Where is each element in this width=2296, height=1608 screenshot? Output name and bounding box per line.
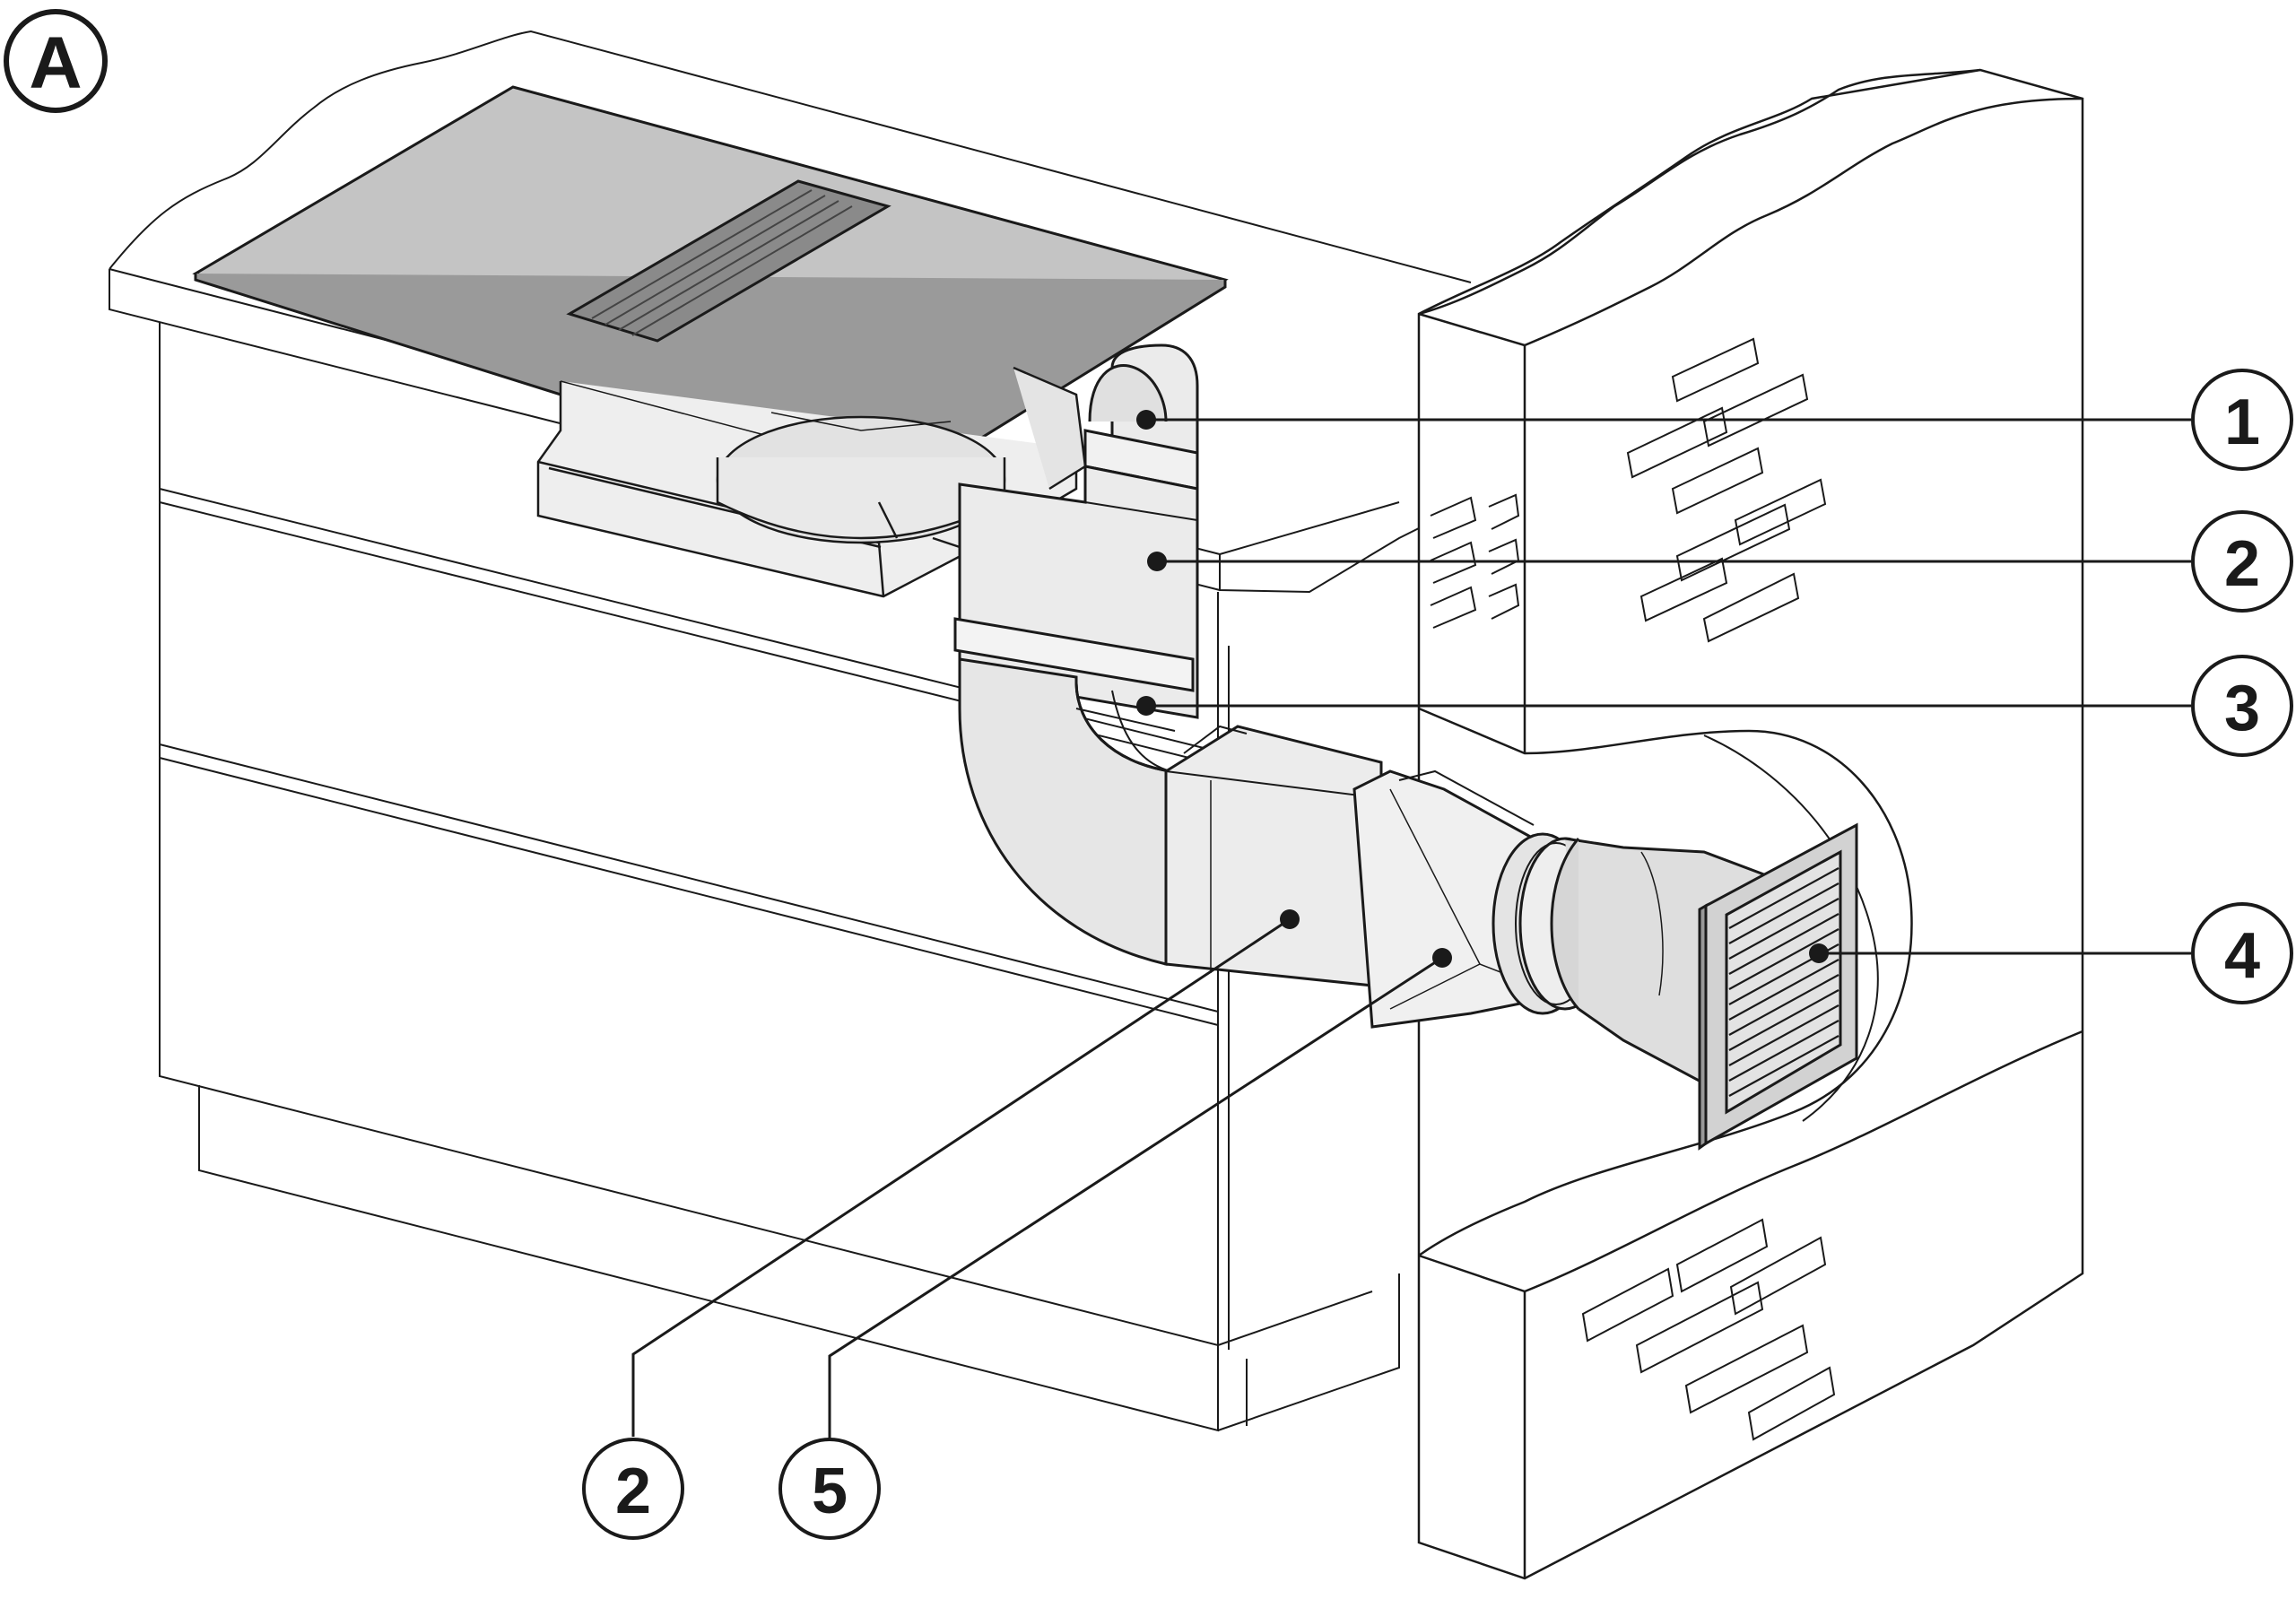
brick-pattern-upper bbox=[1430, 337, 1827, 643]
duct-horizontal bbox=[1164, 725, 1383, 988]
leader-dots bbox=[1136, 410, 1829, 968]
grille-slats bbox=[1728, 867, 1839, 1097]
leader-line-5 bbox=[828, 956, 1443, 1439]
callout-label-1: 1 bbox=[2224, 387, 2260, 458]
callout-1: 1 bbox=[2191, 369, 2293, 471]
downdraft-vent bbox=[566, 179, 891, 343]
callout-5: 5 bbox=[778, 1438, 881, 1540]
callout-label-3: 3 bbox=[2224, 673, 2260, 744]
brick-pattern-lower bbox=[1581, 1218, 1836, 1441]
leader-line-2b bbox=[631, 917, 1291, 1437]
panel-label-badge: A bbox=[4, 9, 108, 113]
panel-label: A bbox=[29, 22, 82, 104]
callout-2a: 2 bbox=[2191, 510, 2293, 613]
callout-label-5: 5 bbox=[812, 1456, 848, 1527]
callout-3: 3 bbox=[2191, 655, 2293, 757]
exterior-wall bbox=[1417, 68, 2084, 1580]
leader-lines bbox=[631, 418, 2191, 1439]
callout-label-2b: 2 bbox=[615, 1456, 651, 1527]
callout-label-2a: 2 bbox=[2224, 528, 2260, 600]
callout-2b: 2 bbox=[582, 1438, 684, 1540]
callout-label-4: 4 bbox=[2224, 920, 2260, 992]
fan-motor-unit bbox=[536, 366, 1087, 598]
wall-grille bbox=[1698, 822, 1858, 1151]
duct-elbow bbox=[958, 657, 1176, 966]
callout-4: 4 bbox=[2191, 902, 2293, 1004]
